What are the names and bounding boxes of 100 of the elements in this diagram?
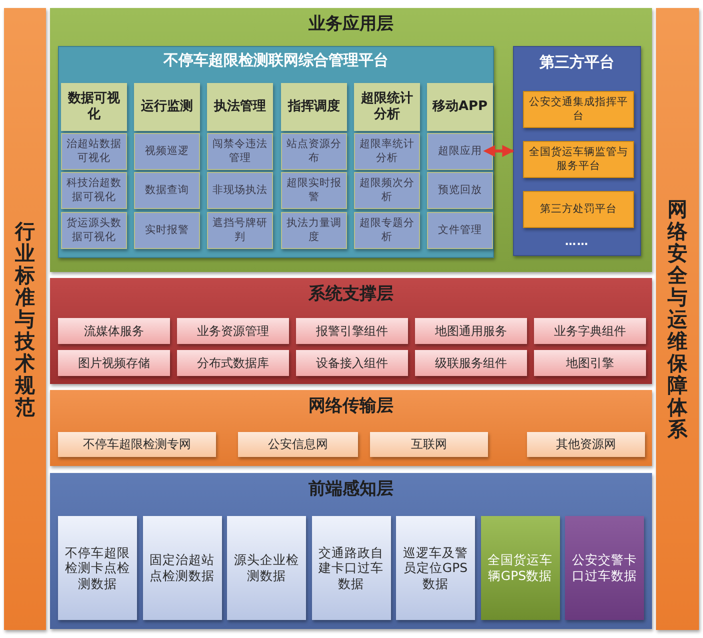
function-box — [61, 172, 127, 209]
function-label: 遮挡号牌研判 — [212, 217, 268, 244]
module-header — [207, 83, 273, 131]
function-label: 超限实时报警 — [286, 177, 342, 204]
module-header — [427, 83, 493, 131]
data-source-label: 固定治超站点检测数据 — [148, 552, 216, 584]
function-label: 超限专题分析 — [359, 217, 415, 244]
function-box — [354, 172, 420, 209]
function-box — [281, 172, 347, 209]
function-box — [354, 212, 420, 249]
function-box — [207, 133, 273, 170]
function-box — [207, 172, 273, 209]
layer-title: 网络传输层 — [308, 396, 394, 418]
function-label: 超限率统计分析 — [359, 138, 415, 165]
function-label: 超限应用 — [438, 144, 482, 158]
network-box — [58, 432, 216, 457]
platform-label: 全国货运车辆监管与服务平台 — [528, 146, 629, 173]
data-source-label: 交通路政自建卡口过车数据 — [318, 544, 384, 592]
component-box — [58, 350, 170, 376]
data-source-label: 不停车超限检测卡点检测数据 — [64, 544, 131, 592]
component-label: 报警引擎组件 — [316, 324, 388, 338]
function-box — [61, 133, 127, 170]
function-box — [427, 172, 493, 209]
component-box — [415, 350, 527, 376]
function-box — [281, 212, 347, 249]
function-label: 超限频次分析 — [359, 177, 415, 204]
component-box — [415, 318, 527, 344]
data-source-box — [480, 516, 560, 620]
function-label: 实时报警 — [145, 224, 189, 238]
data-source-box — [565, 516, 644, 620]
data-source-box — [142, 516, 222, 620]
data-source-label: 公安交警卡口过车数据 — [571, 552, 638, 584]
platform-box — [523, 141, 634, 178]
module-header — [134, 83, 200, 131]
function-label: 文件管理 — [438, 224, 482, 238]
side-band — [4, 8, 46, 630]
function-label: 执法力量调度 — [286, 217, 342, 244]
module-title: 指挥调度 — [288, 98, 340, 116]
platform-panel — [513, 46, 641, 256]
module-header — [281, 83, 347, 131]
layer-title: 前端感知层 — [308, 479, 394, 500]
function-label: 站点资源分布 — [286, 138, 342, 165]
function-label: 数据查询 — [145, 184, 189, 198]
function-box — [134, 133, 200, 170]
network-label: 公安信息网 — [268, 437, 328, 452]
layer-panel — [50, 390, 652, 466]
component-box — [534, 318, 646, 344]
component-label: 地图引擎 — [566, 356, 614, 370]
platform-title: 第三方平台 — [538, 53, 616, 72]
component-box — [534, 350, 646, 376]
function-label: 闯禁令违法管理 — [212, 138, 268, 165]
function-box — [207, 212, 273, 249]
platform-title: 不停车超限检测联网综合管理平台 — [162, 51, 390, 70]
ellipsis-label: …… — [564, 235, 590, 249]
data-source-label: 源头企业检测数据 — [233, 552, 300, 584]
function-label: 货运源头数据可视化 — [66, 217, 122, 244]
component-label: 设备接入组件 — [316, 356, 388, 370]
layer-title: 业务应用层 — [308, 14, 394, 36]
component-box — [296, 318, 408, 344]
network-label: 互联网 — [411, 437, 447, 452]
band-title: 行业标准与技术规范 — [15, 220, 35, 418]
function-box — [354, 133, 420, 170]
network-box — [238, 432, 358, 457]
data-source-label: 巡逻车及警员定位GPS数据 — [402, 544, 469, 592]
data-source-label: 全国货运车辆GPS数据 — [486, 552, 554, 584]
module-title: 超限统计分析 — [360, 90, 414, 124]
function-label: 预览回放 — [438, 184, 482, 198]
function-box — [427, 212, 493, 249]
component-box — [177, 318, 289, 344]
component-box — [177, 350, 289, 376]
component-label: 业务字典组件 — [554, 324, 626, 338]
component-box — [296, 350, 408, 376]
data-source-box — [58, 516, 137, 620]
network-label: 不停车超限检测专网 — [83, 437, 191, 452]
data-source-box — [396, 516, 475, 620]
function-box — [61, 212, 127, 249]
module-title: 移动APP — [432, 98, 488, 116]
module-title: 数据可视化 — [66, 90, 121, 124]
layer-panel — [50, 278, 652, 384]
component-label: 流媒体服务 — [84, 324, 144, 338]
platform-box — [523, 191, 634, 228]
component-box — [58, 318, 170, 344]
platform-box — [523, 91, 634, 128]
component-label: 业务资源管理 — [197, 324, 269, 338]
function-label: 视频巡逻 — [145, 144, 189, 158]
component-label: 分布式数据库 — [197, 356, 269, 370]
function-box — [134, 172, 200, 209]
data-source-box — [227, 516, 306, 620]
component-label: 地图通用服务 — [435, 324, 507, 338]
layer-panel — [50, 473, 652, 629]
module-header — [61, 83, 127, 131]
module-header — [354, 83, 420, 131]
layer-title: 系统支撑层 — [308, 284, 394, 306]
side-band — [656, 8, 699, 630]
network-label: 其他资源网 — [556, 437, 616, 452]
function-label: 科技治超数据可视化 — [66, 177, 122, 204]
function-label: 治超站数据可视化 — [66, 138, 122, 165]
double-arrow — [483, 145, 514, 157]
platform-panel — [58, 46, 494, 258]
function-label: 非现场执法 — [212, 184, 268, 198]
